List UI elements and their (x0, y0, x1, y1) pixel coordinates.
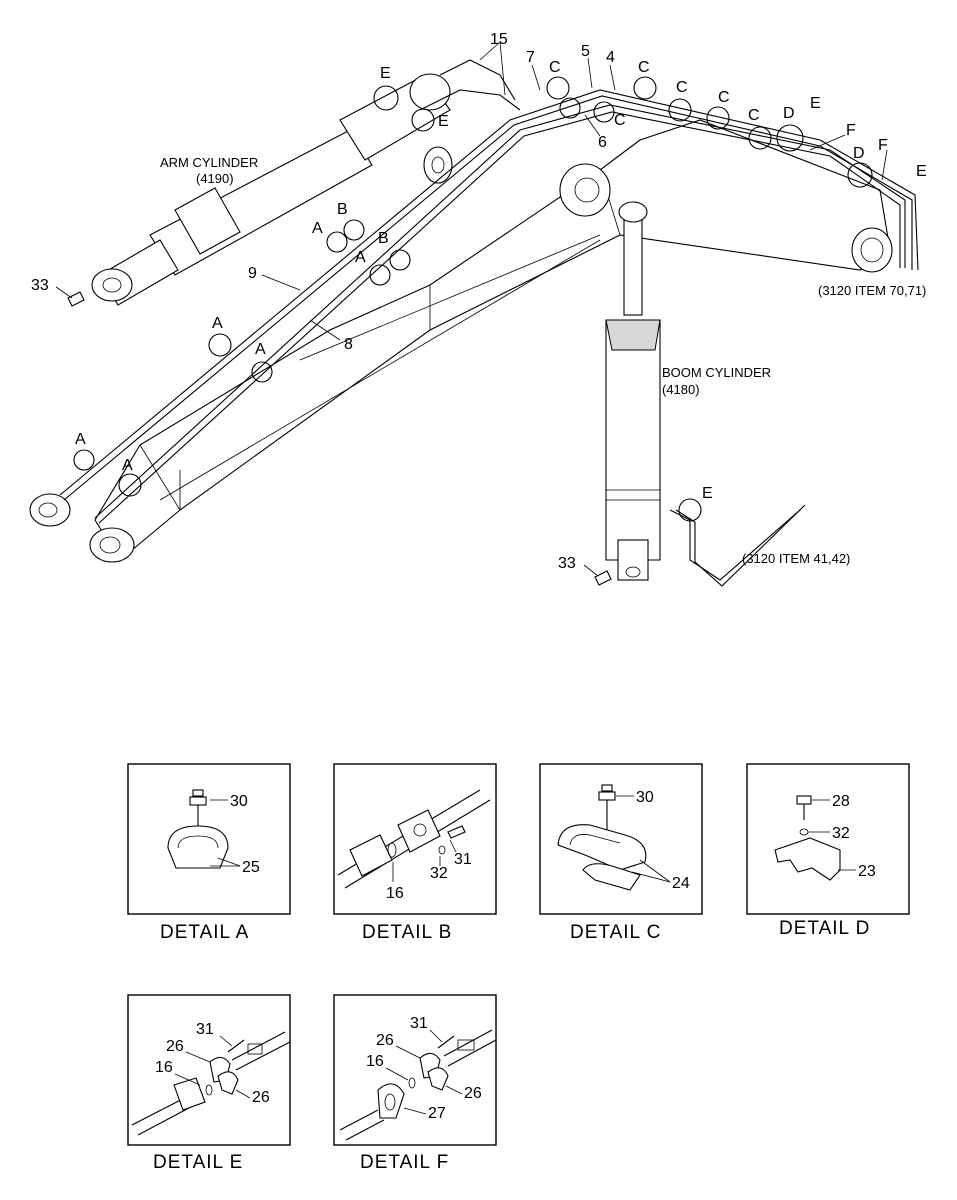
detail-c-part-30: 30 (636, 789, 654, 806)
letter-a: A (122, 457, 133, 474)
callout-7: 7 (526, 49, 535, 66)
detail-c-part-24: 24 (672, 875, 690, 892)
letter-e: E (380, 65, 391, 82)
letter-d: D (853, 145, 865, 162)
leader-lines (55, 41, 888, 577)
detail-f: 31 26 16 26 27 DETAIL F (333, 994, 497, 1173)
callout-8: 8 (344, 336, 353, 353)
detail-f-part-27: 27 (428, 1105, 446, 1122)
callout-5: 5 (581, 43, 590, 60)
detail-a: 30 25 DETAIL A (127, 763, 291, 943)
callout-33a: 33 (31, 277, 49, 294)
detail-b-part-16: 16 (386, 885, 404, 902)
letter-c: C (549, 59, 561, 76)
detail-d-part-28: 28 (832, 793, 850, 810)
callout-6: 6 (598, 134, 607, 151)
detail-f-part-16: 16 (366, 1053, 384, 1070)
letter-c: C (614, 112, 626, 129)
detail-c-caption: DETAIL C (570, 922, 661, 943)
boom-assembly (29, 119, 893, 563)
detail-b-part-31: 31 (454, 851, 472, 868)
detail-f-part-26a: 26 (376, 1032, 394, 1049)
letter-a: A (312, 220, 323, 237)
detail-d-part-32: 32 (832, 825, 850, 842)
letter-c: C (748, 107, 760, 124)
detail-e-part-16: 16 (155, 1059, 173, 1076)
detail-b-part-32: 32 (430, 865, 448, 882)
detail-b: 31 32 16 DETAIL B (333, 763, 497, 943)
letter-e: E (702, 485, 713, 502)
boom-cylinder-ref: (4180) (662, 382, 700, 397)
callout-4: 4 (606, 49, 615, 66)
arm-cylinder-ref: (4190) (196, 171, 234, 186)
clamp-markers (73, 76, 873, 522)
letter-a: A (255, 341, 266, 358)
hose-lines (59, 59, 919, 587)
detail-d-part-23: 23 (858, 863, 876, 880)
letter-e: E (438, 113, 449, 130)
detail-a-caption: DETAIL A (160, 922, 249, 943)
detail-a-part-30: 30 (230, 793, 248, 810)
letter-f: F (846, 122, 856, 139)
letter-e: E (810, 95, 821, 112)
bolt-33 (67, 291, 612, 586)
detail-e-part-26b: 26 (252, 1089, 270, 1106)
callout-33b: 33 (558, 555, 576, 572)
arm-cylinder (91, 73, 451, 306)
detail-e-part-31: 31 (196, 1021, 214, 1038)
ref-41-42: (3120 ITEM 41,42) (742, 551, 850, 566)
letter-a: A (75, 431, 86, 448)
detail-e-part-26a: 26 (166, 1038, 184, 1055)
letter-c: C (676, 79, 688, 96)
detail-a-part-25: 25 (242, 859, 260, 876)
letter-b: B (337, 201, 348, 218)
callout-9: 9 (248, 265, 257, 282)
main-callouts: 15 7 5 4 6 9 8 33 33 E E C C C C C C D E… (31, 31, 927, 572)
ref-70-71: (3120 ITEM 70,71) (818, 283, 926, 298)
detail-b-caption: DETAIL B (362, 922, 452, 943)
detail-f-part-26b: 26 (464, 1085, 482, 1102)
detail-e-caption: DETAIL E (153, 1152, 243, 1173)
letter-a: A (212, 315, 223, 332)
detail-c: 30 24 DETAIL C (539, 763, 703, 943)
letter-a: A (355, 249, 366, 266)
arm-cylinder-label: ARM CYLINDER (160, 155, 258, 170)
callout-15: 15 (490, 31, 508, 48)
letter-d: D (783, 105, 795, 122)
letter-e: E (916, 163, 927, 180)
detail-e: 31 26 16 26 DETAIL E (127, 994, 291, 1173)
detail-d-caption: DETAIL D (779, 918, 870, 939)
letter-f: F (878, 137, 888, 154)
letter-b: B (378, 230, 389, 247)
detail-d: 28 32 23 DETAIL D (746, 763, 910, 939)
letter-c: C (638, 59, 650, 76)
boom-cylinder (605, 201, 661, 581)
detail-f-part-31: 31 (410, 1015, 428, 1032)
boom-cylinder-label: BOOM CYLINDER (662, 365, 771, 380)
detail-f-caption: DETAIL F (360, 1152, 449, 1173)
letter-c: C (718, 89, 730, 106)
